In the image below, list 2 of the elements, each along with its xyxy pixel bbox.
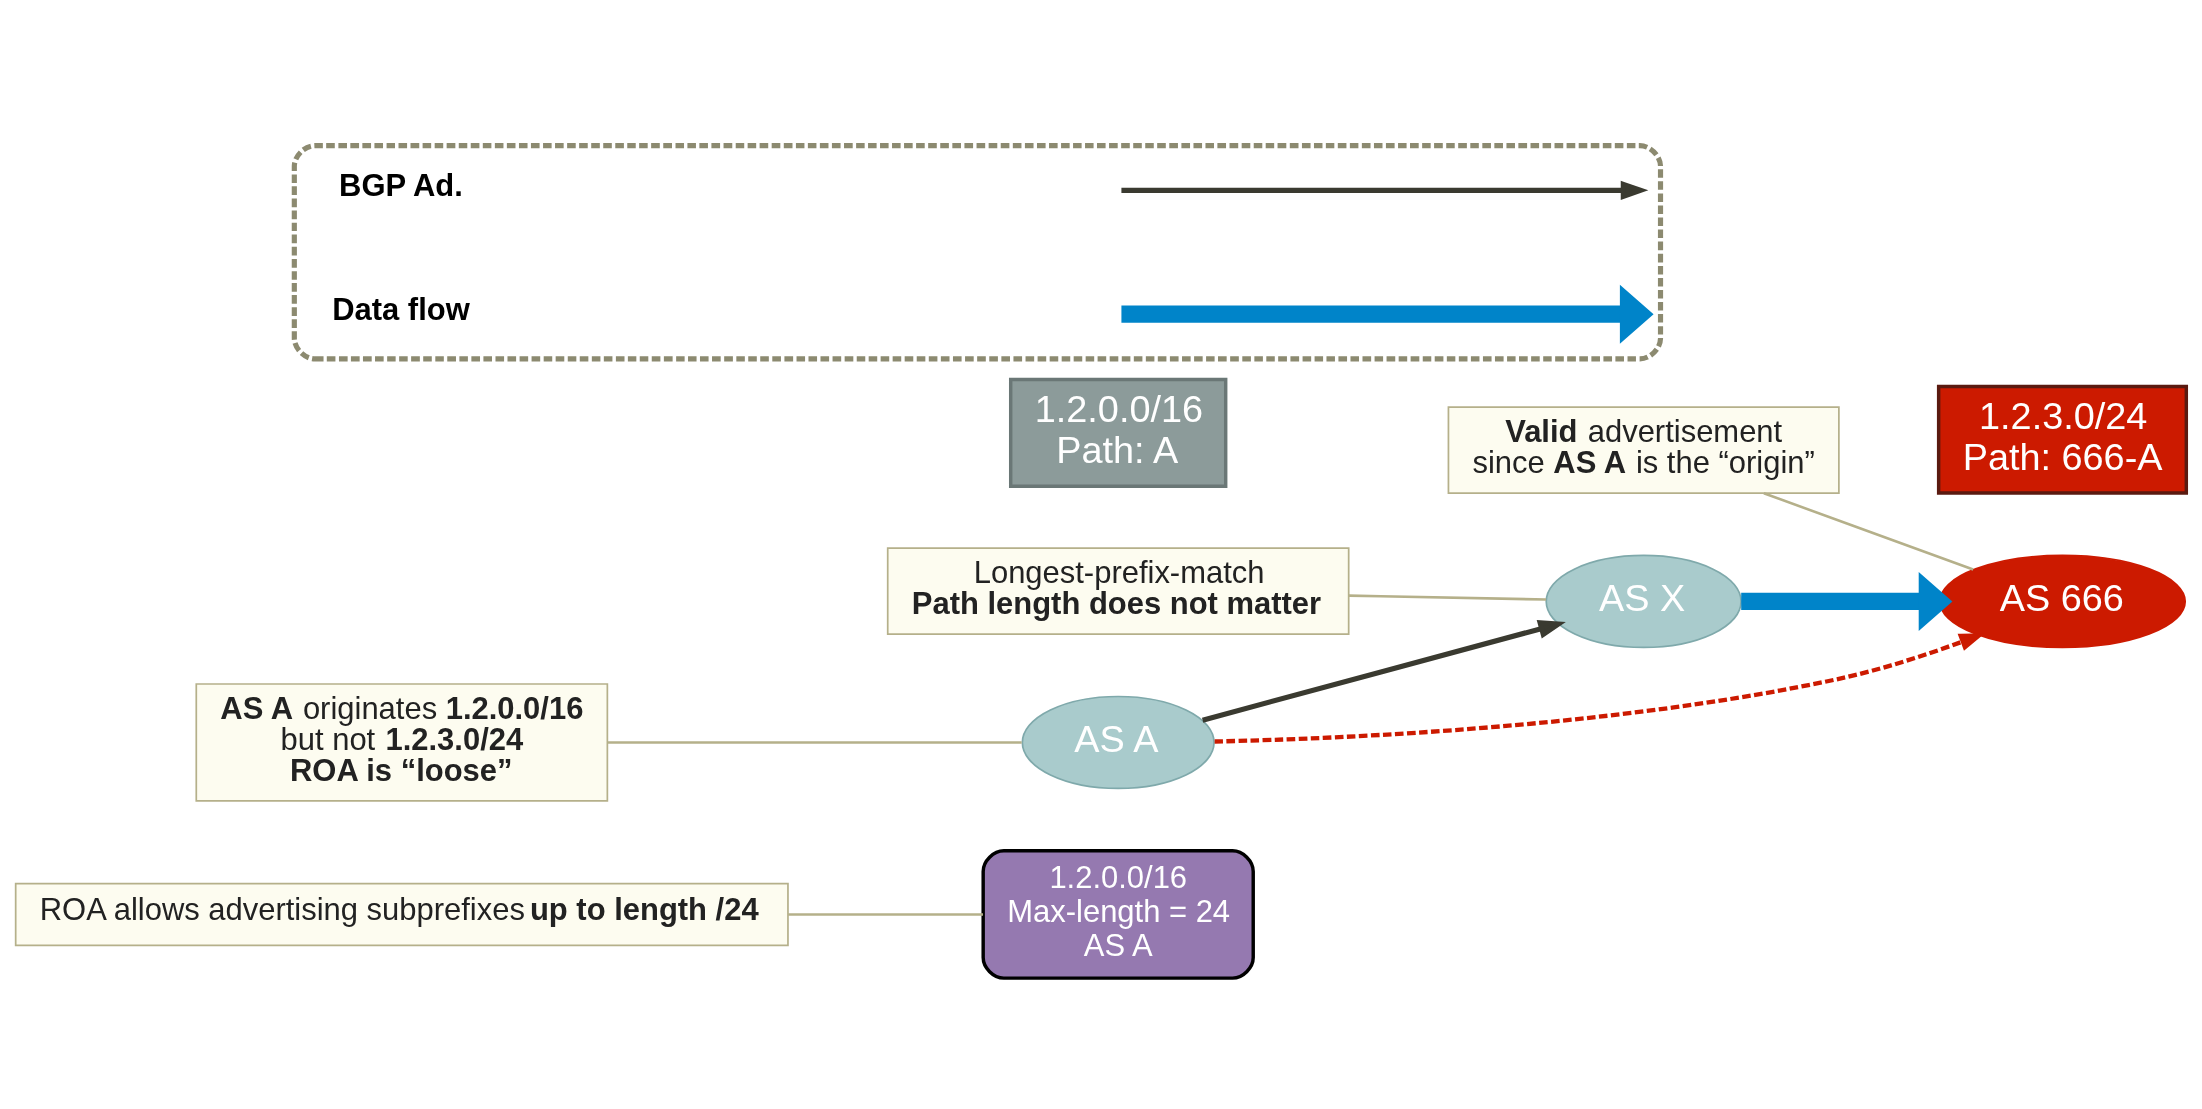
legend-label: Data flow <box>332 291 470 327</box>
legend-label: BGP Ad. <box>339 167 463 203</box>
